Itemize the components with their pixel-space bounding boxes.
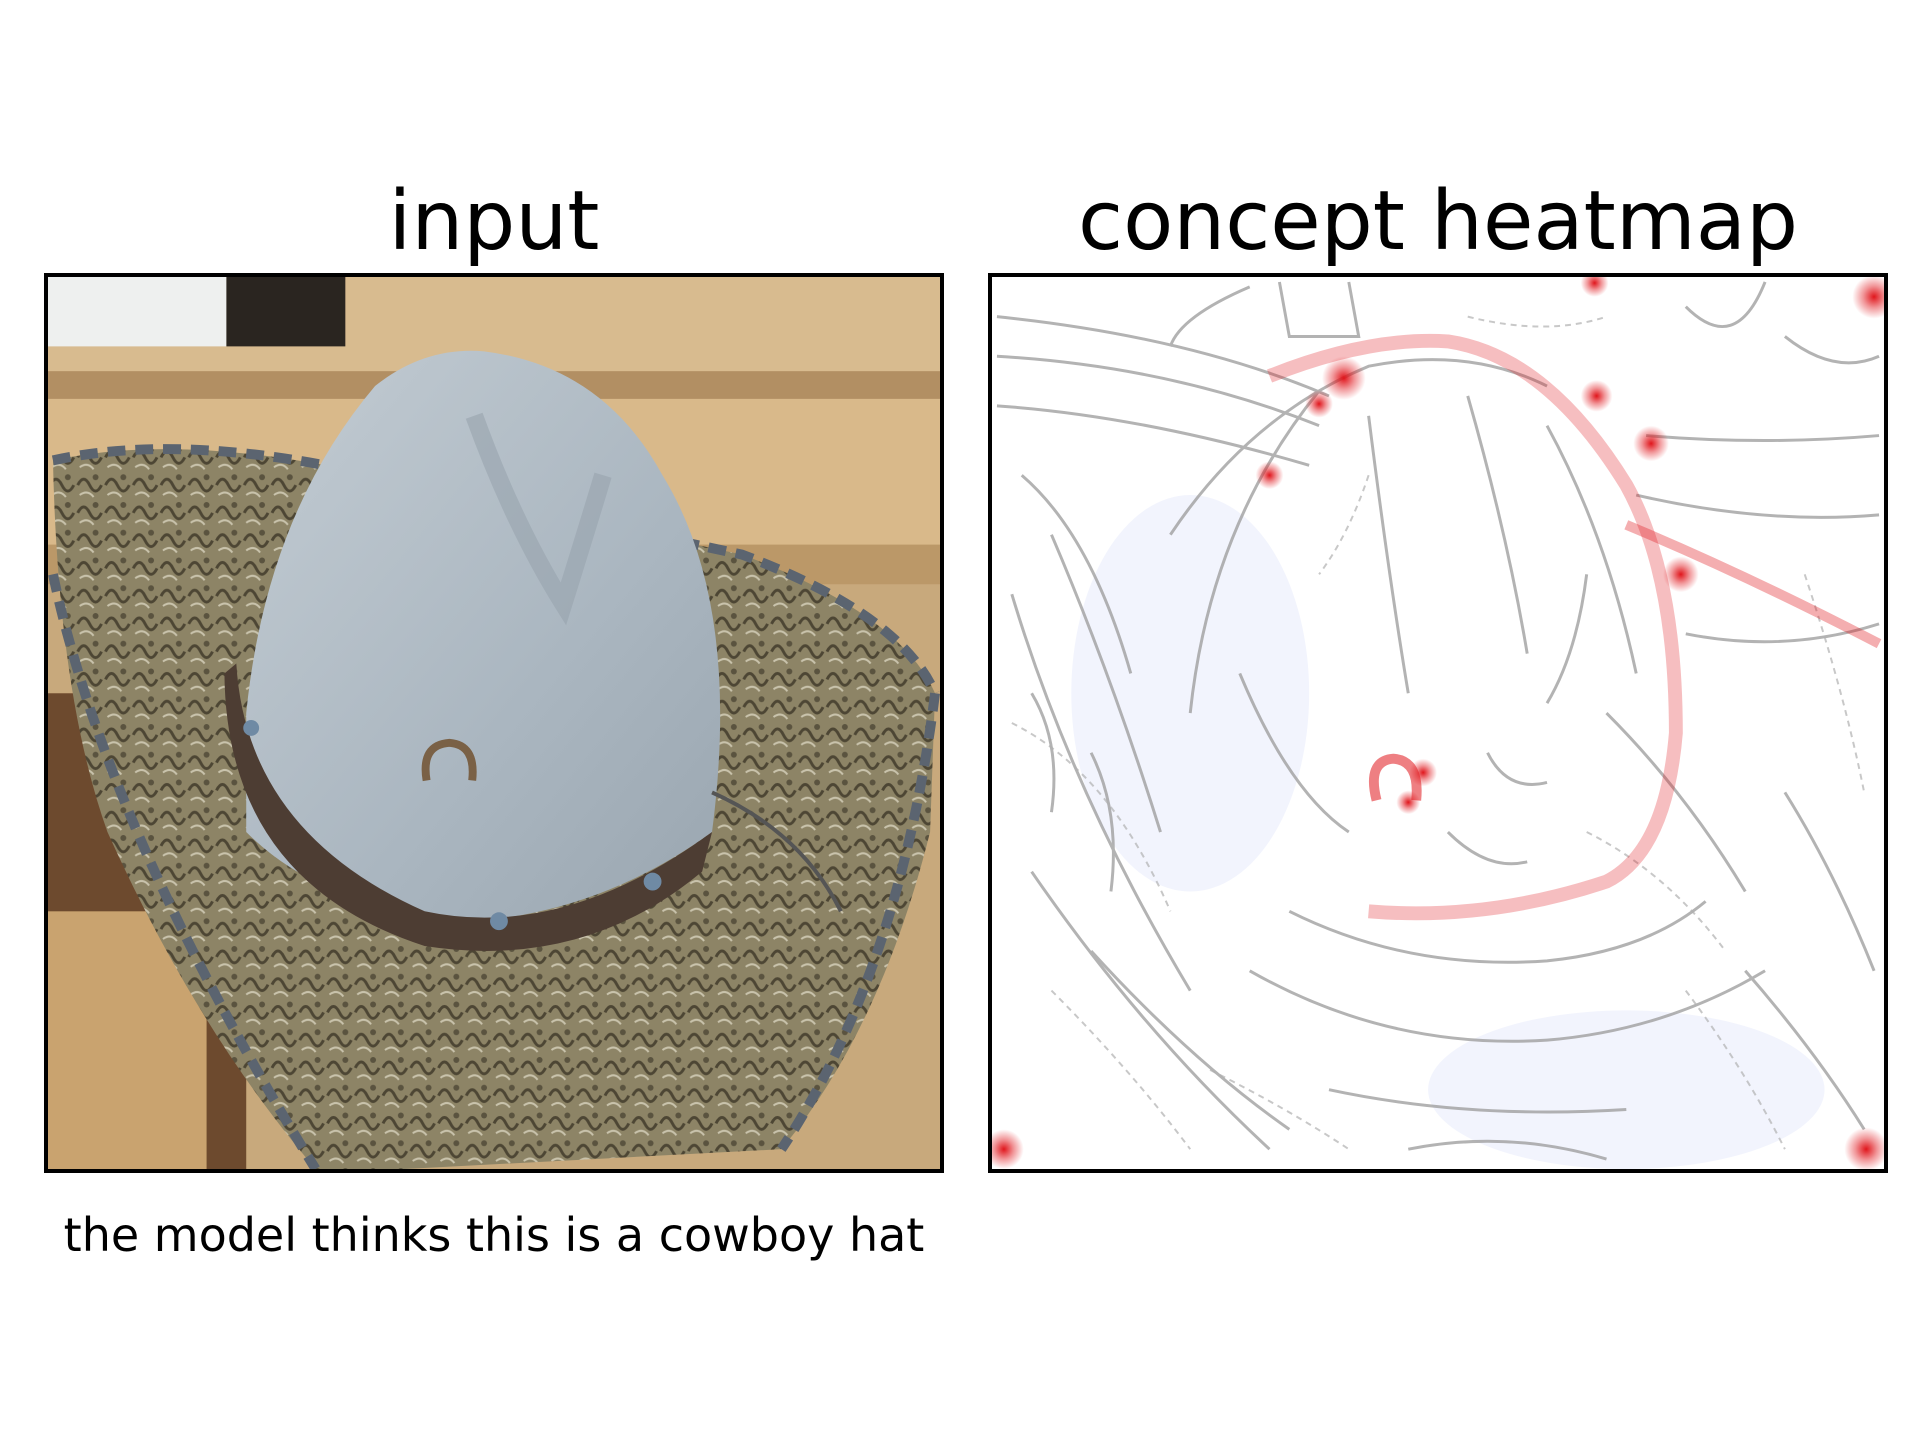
input-panel-title: input	[388, 174, 600, 269]
heatmap-overlay	[992, 277, 1884, 1169]
model-prediction-caption: the model thinks this is a cowboy hat	[63, 1208, 925, 1262]
cowboy-hat-photo	[48, 277, 940, 1169]
heatmap-panel-title: concept heatmap	[1077, 174, 1799, 269]
input-image	[44, 273, 944, 1173]
concept-heatmap	[988, 273, 1888, 1173]
